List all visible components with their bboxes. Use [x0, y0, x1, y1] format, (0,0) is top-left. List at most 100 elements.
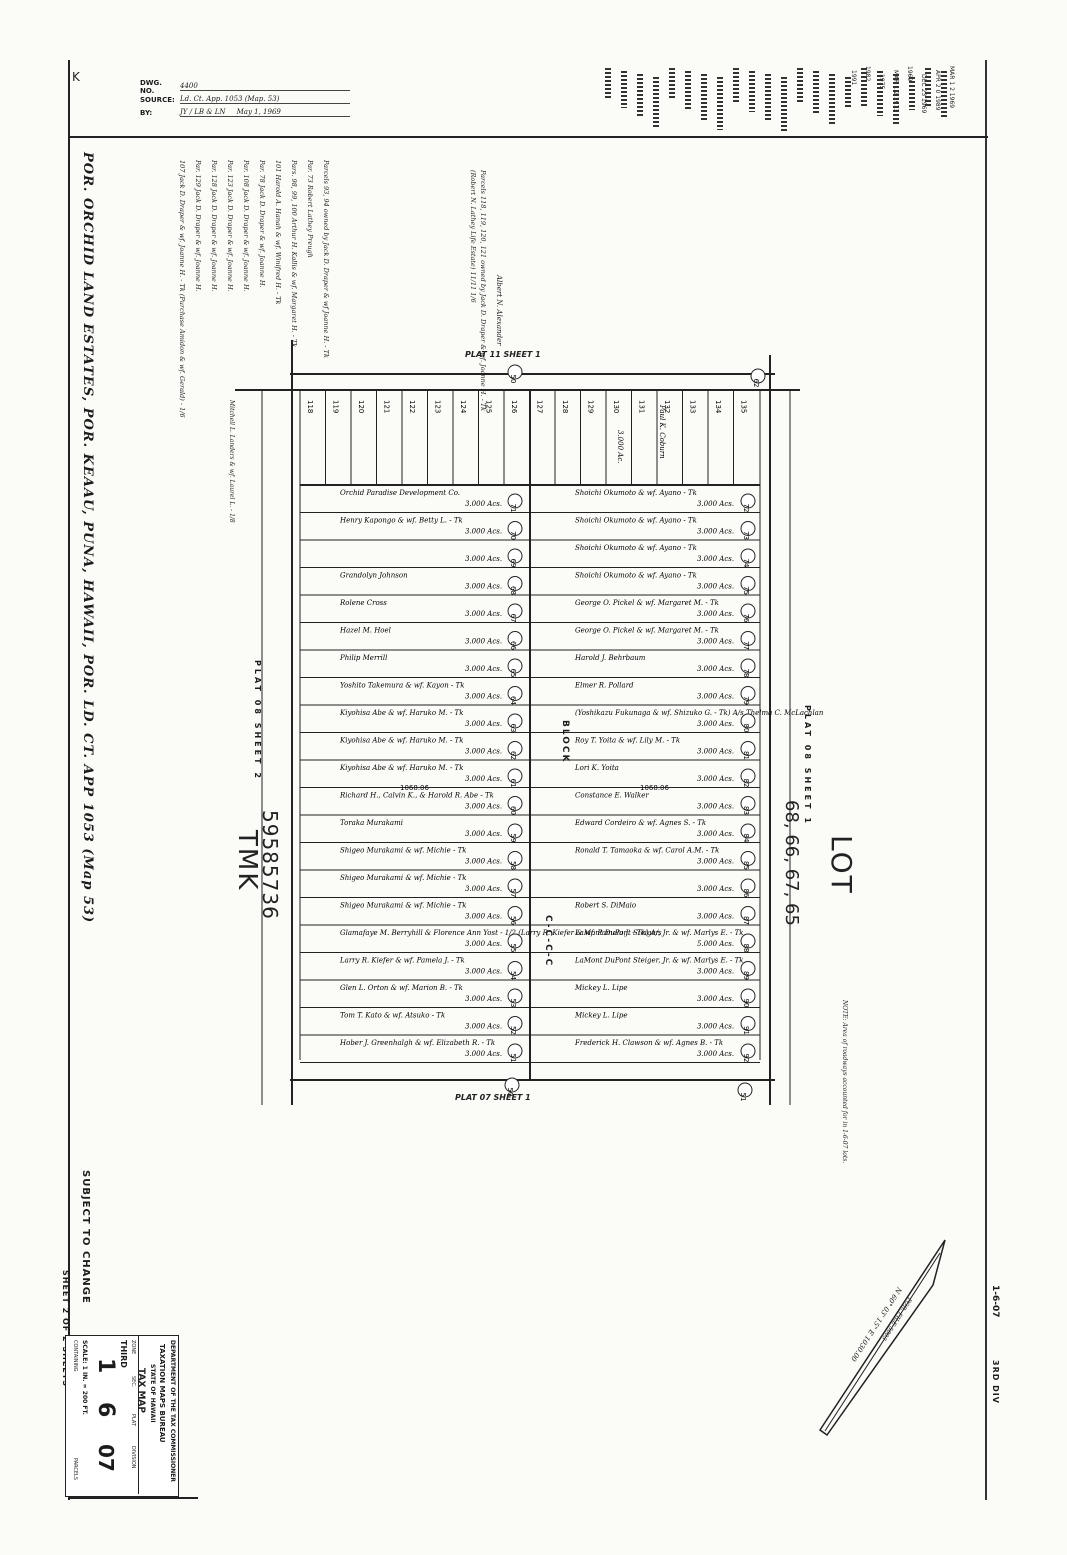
left-lot-circle-number: 59 [509, 834, 517, 843]
parcel-note: 107 Jack D. Draper & wf. Joanne H. - Tk … [178, 160, 186, 418]
right-lot-circle-number: 77 [742, 641, 750, 650]
parcel-note: Pars. 98, 99, 100 Arthur H. Kallis & wf.… [290, 160, 298, 348]
left-lot-owner: Shigeo Murakami & wf. Michie - Tk [340, 874, 467, 882]
right-lot-acres: 3.000 Acs. [697, 995, 734, 1003]
left-lot-owner: Yoshito Takemura & wf. Kayon - Tk [340, 682, 464, 690]
tb-plat-code: 07 [94, 1444, 118, 1472]
right-lot-circle-number: 90 [742, 999, 750, 1008]
left-lot-acres: 3.000 Acs. [465, 720, 502, 728]
top-lot-number: 127 [536, 400, 544, 413]
right-lot-owner: George O. Pickel & wf. Margaret M. - Tk [575, 627, 719, 635]
corner-mark: K [72, 70, 80, 84]
left-lot-circle-number: 61 [509, 779, 517, 788]
tb-plat-label: PLAT [130, 1414, 136, 1427]
left-lot-owner: Hober J. Greenhalgh & wf. Elizabeth R. -… [339, 1039, 495, 1047]
right-lot-acres: 3.000 Acs. [697, 610, 734, 618]
right-lot-circle [740, 823, 756, 839]
left-lot-owner: Kiyohisa Abe & wf. Haruko M. - Tk [339, 737, 463, 745]
parcel-note: Parcels 118, 119, 120, 121 owned by Jack… [479, 170, 487, 412]
right-lot-acres: 3.000 Acs. [697, 583, 734, 591]
dwg-no-label: DWG. NO. [140, 78, 162, 95]
bottom-plat-circle [504, 1077, 520, 1093]
right-lot-acres: 3.000 Acs. [697, 885, 734, 893]
left-lot-circle-number: 69 [509, 559, 517, 568]
stamp-mark [941, 71, 947, 118]
top-lot-number: 119 [332, 400, 340, 413]
stamp-mark [829, 74, 835, 124]
left-lot-circle-number: 66 [509, 641, 517, 650]
left-lot-acres: 3.000 Acs. [465, 775, 502, 783]
left-lot-owner: Larry R. Kiefer & wf. Pamela J. - Tk [339, 957, 465, 965]
left-lot-owner: Orchid Paradise Development Co. [340, 489, 460, 497]
right-lot-acres: 5.000 Acs. [697, 940, 734, 948]
stamp-mark [669, 68, 675, 100]
right-lot-circle [740, 768, 756, 784]
stamp-mark [893, 74, 899, 126]
left-lot-circle-number: 53 [509, 999, 517, 1008]
right-lot-circle [740, 933, 756, 949]
left-lot-owner: Toraka Murakami [340, 819, 403, 827]
left-lot-acres: 3.000 Acs. [465, 885, 502, 893]
stamp-mark [605, 68, 611, 98]
left-lot-owner: Kiyohisa Abe & wf. Haruko M. - Tk [339, 709, 463, 717]
dwg-no-value: 4400 [180, 82, 350, 91]
tb-zone-label: ZONE [130, 1340, 136, 1355]
right-lot-circle [740, 796, 756, 811]
right-lot-owner: Shoichi Okumoto & wf. Ayano - Tk [575, 489, 697, 497]
source-label: SOURCE: [140, 95, 175, 104]
left-lot-circle-number: 71 [509, 504, 517, 513]
right-lot-circle-number: 72 [742, 504, 750, 513]
left-lot-circle-number: 67 [509, 614, 517, 623]
left-lot-circle [507, 796, 523, 811]
top-right-plat-circle-number: 62 [752, 379, 760, 388]
right-lot-circle-number: 73 [742, 531, 750, 540]
stamp-mark [797, 68, 803, 104]
stamp-mark [781, 77, 787, 132]
block-label: BLOCK [560, 720, 570, 764]
right-lot-acres: 3.000 Acs. [697, 913, 734, 921]
left-lot-acres: 3.000 Acs. [465, 555, 502, 563]
parcel-note: Par. 78 Jack D. Draper & wf. Joanne H. [258, 160, 266, 288]
right-lot-circle [740, 658, 756, 674]
parcel-note: 101 Harold A. Hanah & wf. Winifred H. - … [274, 160, 282, 305]
left-lot-circle [507, 603, 523, 619]
title-block: DEPARTMENT OF THE TAX COMMISSIONER TAXAT… [65, 1335, 179, 1497]
left-lot-acres: 3.000 Acs. [465, 748, 502, 756]
top-lot-number: 124 [459, 400, 467, 414]
left-lot-circle-number: 58 [509, 861, 517, 870]
left-lot-owner: Glamafaye M. Berryhill & Florence Ann Yo… [340, 929, 662, 937]
right-lot-circle-number: 74 [742, 559, 750, 568]
top-lot-number: 135 [740, 400, 748, 413]
left-lot-circle [507, 961, 523, 976]
left-lot-acres: 3.000 Acs. [465, 693, 502, 701]
right-lot-circle [740, 878, 756, 894]
right-lot-circle-number: 80 [742, 724, 750, 733]
right-lot-circle-number: 92 [742, 1054, 750, 1063]
right-lot-circle [740, 961, 756, 976]
top-plat-circle [507, 364, 523, 380]
right-lot-owner: Constance E. Walker [575, 792, 649, 800]
top-lot-number: 126 [510, 400, 518, 414]
right-lot-circle [740, 851, 756, 866]
left-lot-owner: Rolene Cross [339, 599, 387, 607]
handwritten-tmk-number: 59585736 [258, 810, 282, 920]
dwg-no-row: DWG. NO. 4400 [140, 78, 370, 95]
left-lot-acres: 3.000 Acs. [465, 968, 502, 976]
left-lot-circle [507, 548, 523, 564]
left-lot-circle-number: 64 [509, 696, 517, 705]
right-lot-acres: 3.000 Acs. [697, 830, 734, 838]
stamp-mark [813, 71, 819, 114]
left-lot-circle [507, 521, 523, 536]
stamp-mark [925, 68, 931, 108]
stamp-mark [765, 74, 771, 122]
left-lot-circle-number: 65 [509, 669, 517, 678]
top-lot-number: 134 [714, 400, 722, 414]
right-lot-circle [740, 713, 756, 729]
right-lot-circle [740, 686, 756, 701]
division-label: 3RD DIV [991, 1360, 1000, 1404]
right-lot-circle-number: 75 [742, 586, 750, 595]
right-lot-owner: Ronald T. Tamaoka & wf. Carol A.M. - Tk [574, 847, 719, 855]
by-date: May 1, 1969 [236, 108, 281, 116]
